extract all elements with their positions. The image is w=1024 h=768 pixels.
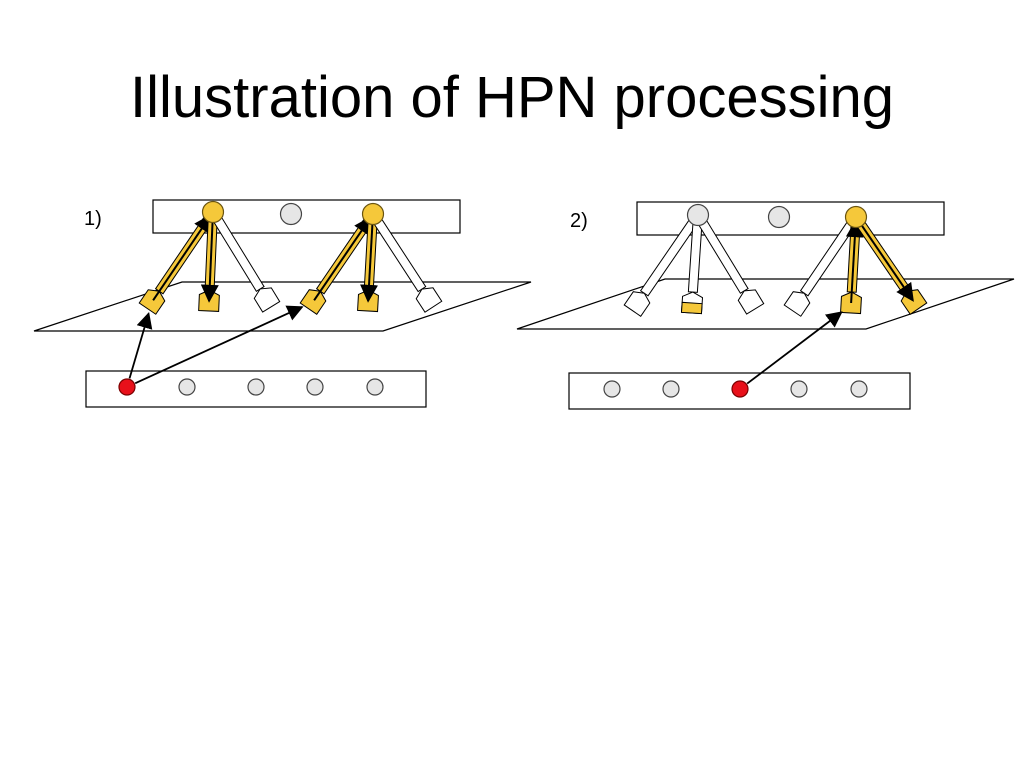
input-node-inactive <box>662 380 680 398</box>
top-node-inactive <box>767 205 791 229</box>
input-link-arrow <box>128 311 153 379</box>
top-node-inactive <box>686 203 710 227</box>
dendrite-terminal <box>138 289 166 315</box>
panel-2-dendrites <box>623 216 928 317</box>
dendrite-branch <box>211 214 281 313</box>
dendrite-terminal <box>623 291 651 317</box>
signal-arrow-up <box>845 219 864 304</box>
dendrite-terminal <box>737 289 765 315</box>
signal-arrow-up <box>313 215 372 301</box>
top-node-active <box>361 202 385 226</box>
dendrite-terminal <box>253 287 281 313</box>
input-node-inactive <box>790 380 808 398</box>
input-node-inactive <box>178 378 196 396</box>
panel-1-input-links <box>128 305 304 385</box>
panel-2-top-nodes <box>686 203 868 229</box>
dendrite-branch <box>357 217 379 313</box>
signal-arrow-up <box>152 213 212 301</box>
dendrite-branch <box>854 218 928 315</box>
panel-1-dendrites <box>138 213 443 315</box>
top-node-inactive <box>279 202 303 226</box>
input-node-inactive <box>306 378 324 396</box>
input-node-inactive <box>603 380 621 398</box>
dendrite-terminal <box>299 289 327 315</box>
panel-1-input-nodes <box>118 378 384 396</box>
top-node-active <box>844 205 868 229</box>
panel-1: 1) <box>33 199 532 408</box>
input-link-arrow <box>134 305 304 385</box>
signal-arrow-down <box>360 217 379 303</box>
dendrite-terminal <box>783 291 811 317</box>
input-node-inactive <box>366 378 384 396</box>
input-node-active <box>118 378 136 396</box>
panel-2-label: 2) <box>570 210 588 232</box>
panel-1-dendrite-plane <box>33 281 532 332</box>
top-node-active <box>201 200 225 224</box>
panel-2: 2) <box>516 201 1015 410</box>
dendrite-branch <box>680 220 704 315</box>
input-node-inactive <box>247 378 265 396</box>
input-link-arrow <box>746 311 843 385</box>
input-node-inactive <box>850 380 868 398</box>
dendrite-terminal-fill <box>680 301 703 315</box>
dendrite-terminal <box>415 287 443 313</box>
dendrite-branch <box>198 215 220 312</box>
signal-arrow-down <box>200 215 219 303</box>
panel-2-dendrite-plane <box>516 278 1015 330</box>
panel-1-label: 1) <box>84 208 102 230</box>
input-node-active <box>731 380 749 398</box>
slide-title: Illustration of HPN processing <box>130 65 894 130</box>
dendrite-branch <box>623 216 700 317</box>
panel-1-top-nodes <box>201 200 385 226</box>
panel-2-input-nodes <box>603 380 868 398</box>
panel-2-input-links <box>746 311 843 385</box>
dendrite-branch <box>840 219 864 315</box>
signal-arrow-down <box>857 219 914 302</box>
